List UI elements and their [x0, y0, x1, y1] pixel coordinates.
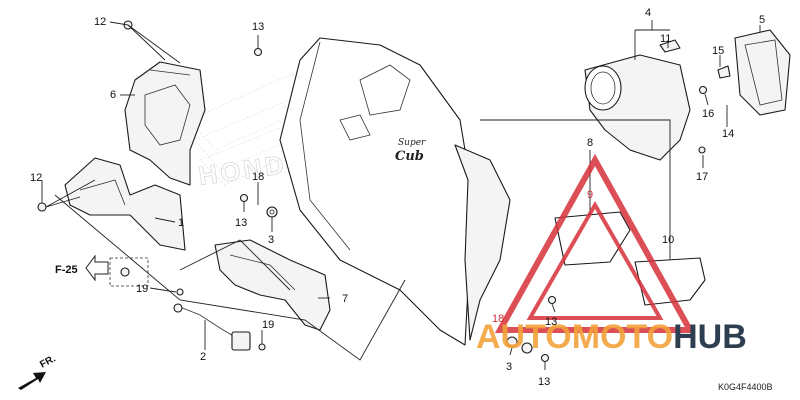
part-1-lower-panel [64, 157, 186, 251]
callout-9: 9 [587, 189, 593, 201]
watermark-moto: MOTO [572, 318, 673, 356]
callout-14: 14 [722, 128, 734, 140]
emblem-cub-text: Cub [395, 149, 424, 164]
watermark-hub: HUB [673, 318, 747, 356]
callout-13: 13 [538, 376, 550, 388]
leader-lines [41, 20, 761, 370]
callout-8: 8 [587, 137, 593, 149]
callout-5: 5 [759, 14, 765, 26]
part-5-lens-cover [734, 29, 791, 116]
callout-labels: 12 6 12 1 13 18 13 3 19 7 19 2 4 11 5 15… [30, 7, 765, 388]
callout-11: 11 [660, 33, 671, 45]
diagram-code: K0G4F4400B [718, 382, 773, 392]
callout-7: 7 [342, 293, 348, 305]
callout-13: 13 [545, 316, 557, 328]
emblem-super-text: Super [398, 138, 426, 148]
front-direction-label: FR. [38, 353, 58, 370]
section-ref-label: F-25 [55, 264, 78, 276]
callout-3: 3 [268, 234, 274, 246]
callout-13: 13 [235, 217, 247, 229]
callout-4: 4 [645, 7, 651, 19]
callout-19: 19 [262, 319, 274, 331]
fasteners [37, 20, 731, 363]
section-ref[interactable]: F-25 [55, 254, 149, 287]
front-direction-indicator: FR. [18, 353, 58, 390]
callout-17: 17 [696, 171, 708, 183]
callout-12: 12 [94, 16, 106, 28]
callout-12: 12 [30, 172, 42, 184]
watermark-auto: AUTO [476, 318, 572, 356]
watermark: AUTOMOTOHUB [476, 153, 747, 356]
part-6-inner-bracket [124, 61, 206, 186]
callout-15: 15 [712, 45, 724, 57]
part-2-harness [173, 303, 251, 351]
part-7-side-bracket [214, 239, 331, 331]
callout-18: 18 [492, 313, 504, 325]
part-10-panel [634, 257, 706, 306]
callout-16: 16 [702, 108, 714, 120]
callout-19: 19 [136, 283, 148, 295]
callout-10: 10 [662, 234, 674, 246]
callout-13: 13 [252, 21, 264, 33]
part-4-meter-housing [584, 54, 691, 161]
callout-18: 18 [252, 171, 264, 183]
callout-2: 2 [200, 351, 206, 363]
svg-text:AUTOMOTOHUB: AUTOMOTOHUB [476, 318, 747, 356]
callout-6: 6 [110, 89, 116, 101]
inner-rear-cover [454, 144, 511, 341]
callout-1: 1 [178, 217, 184, 229]
callout-3: 3 [506, 361, 512, 373]
